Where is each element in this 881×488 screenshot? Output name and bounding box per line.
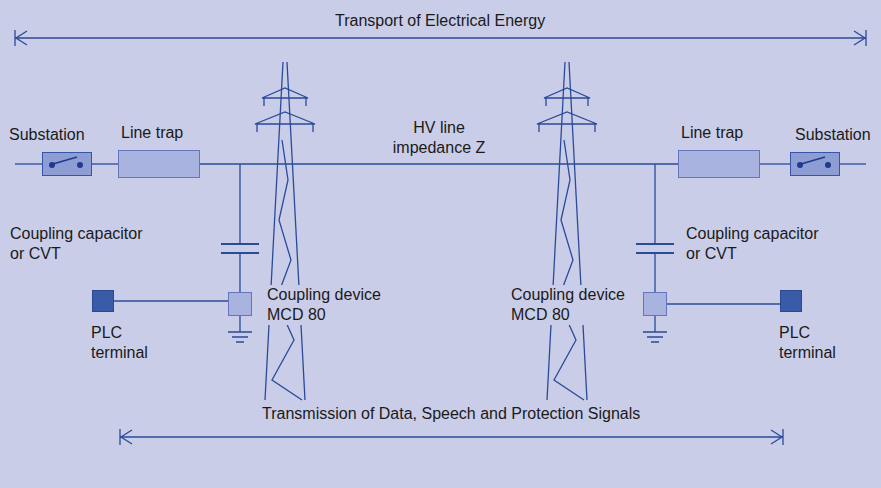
- node-label: Line trap: [121, 123, 183, 143]
- switch-contact: [77, 162, 83, 168]
- substation-box: Substation: [42, 152, 92, 176]
- coupling-capacitor-label: Coupling capacitor or CVT: [10, 224, 146, 264]
- connector-line: [114, 300, 228, 301]
- plc-terminal-box: PLC terminal: [780, 290, 802, 312]
- ground-symbol: [643, 316, 667, 342]
- line-trap-box: Line trap: [678, 150, 760, 178]
- node-label: PLC terminal: [91, 323, 151, 363]
- ground-symbol: [228, 316, 252, 342]
- dimension-line: [15, 37, 866, 38]
- substation-box: Substation: [790, 152, 840, 176]
- coupling-capacitor: [636, 164, 674, 292]
- arrow-head: [771, 429, 783, 445]
- switch-symbol: [43, 153, 90, 174]
- dimension-line: [120, 436, 783, 437]
- coupling-device-box: Coupling device MCD 80: [643, 292, 667, 316]
- node-label: Coupling device MCD 80: [265, 285, 386, 325]
- pylon: [255, 62, 315, 400]
- switch-blade: [801, 157, 825, 164]
- energy-transport-label: Transport of Electrical Energy: [335, 11, 545, 31]
- node-label: PLC terminal: [779, 323, 839, 363]
- node-label: Line trap: [681, 123, 743, 143]
- hv-line: [840, 163, 866, 164]
- plc-terminal-box: PLC terminal: [92, 290, 114, 312]
- arrow-head: [120, 429, 132, 445]
- arrow-head: [15, 30, 27, 46]
- connector-line: [92, 163, 118, 164]
- arrow-head: [854, 30, 866, 46]
- coupling-capacitor: [221, 164, 259, 292]
- node-label: Substation: [795, 125, 871, 145]
- coupling-capacitor-label: Coupling capacitor or CVT: [686, 224, 822, 264]
- switch-blade: [53, 157, 77, 164]
- node-label: Coupling device MCD 80: [509, 285, 630, 325]
- node-label: Substation: [9, 125, 85, 145]
- hv-line: [15, 163, 42, 164]
- switch-contact: [825, 162, 831, 168]
- connector-line: [760, 163, 790, 164]
- coupling-device-box: Coupling device MCD 80: [228, 292, 252, 316]
- line-trap-box: Line trap: [118, 150, 200, 178]
- connector-line: [667, 303, 780, 304]
- connector-line: [200, 163, 678, 164]
- pylon: [537, 62, 597, 400]
- signal-transmission-label: Transmission of Data, Speech and Protect…: [262, 404, 640, 424]
- switch-symbol: [791, 153, 838, 174]
- line-label: HV line impedance Z: [391, 118, 487, 158]
